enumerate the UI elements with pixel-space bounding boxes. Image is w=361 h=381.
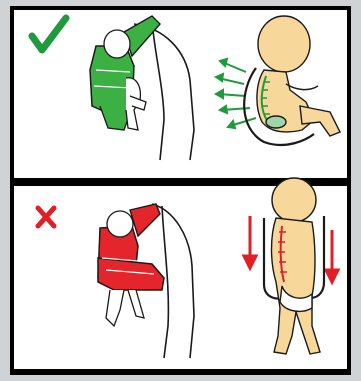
correct-panel (14, 10, 347, 178)
seated-baby (257, 16, 340, 136)
incorrect-panel-art (14, 186, 347, 369)
support-arrows (216, 59, 256, 128)
checkmark-icon (32, 18, 66, 50)
cross-icon (38, 208, 54, 226)
incorrect-panel (14, 186, 347, 369)
correct-panel-art (14, 10, 347, 178)
standing-baby (272, 178, 321, 354)
